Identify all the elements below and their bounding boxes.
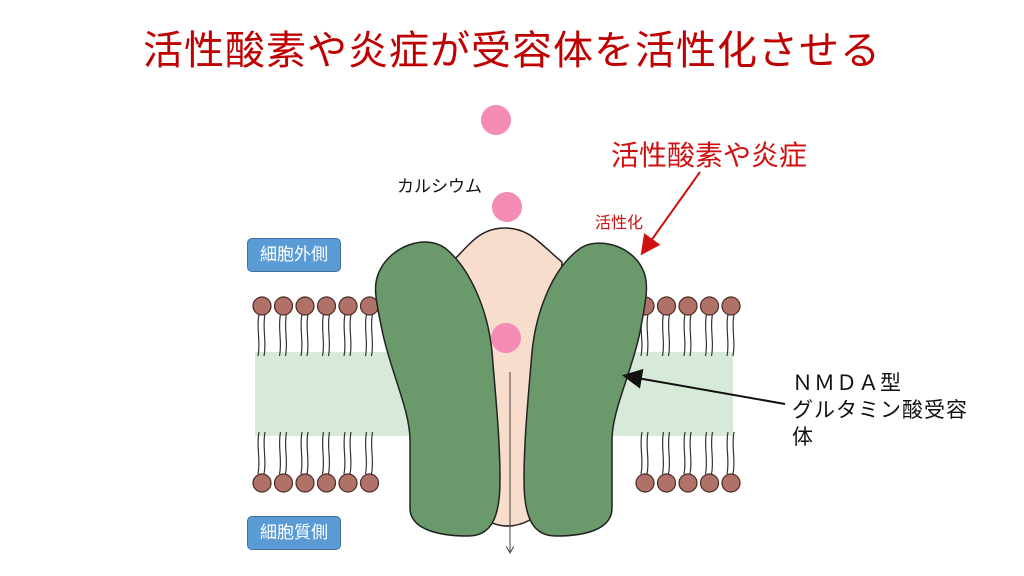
receptor-pointer-arrow [622,368,786,405]
receptor-label-line3: 体 [792,425,814,449]
lipid-tail [364,313,374,357]
lipid-head [252,473,272,493]
lipid-head [338,473,358,493]
lipid-head [252,296,272,316]
calcium-label: カルシウム [397,177,482,197]
lipid-head [699,296,720,316]
lipid-tail [278,313,288,357]
receptor-label: ＮＭＤＡ型 グルタミン酸受容 体 [792,370,968,451]
lipid-tail [683,313,692,357]
receptor-label-line2: グルタミン酸受容 [792,398,968,422]
lipid-tail [343,313,352,357]
slide-title: 活性酸素や炎症が受容体を活性化させる [143,28,881,74]
receptor-label-line1: ＮＭＤＡ型 [792,371,902,395]
lipid-tail [364,431,374,475]
lipid-head [316,473,337,493]
lipid-tail [704,431,714,475]
lipid-head [699,473,720,493]
lipid-head [338,296,358,316]
lipid-tail [278,431,288,475]
activation-arrow [640,171,701,256]
lipid-tail [704,313,714,357]
lower-lipid-tails [257,431,735,475]
lipid-tail [300,313,309,357]
lipid-tail [661,431,671,475]
intracellular-badge: 細胞質側 [247,516,341,550]
lipid-head [295,473,315,493]
lipid-head [721,473,741,493]
lipid-tail [343,431,352,475]
extracellular-badge: 細胞外側 [247,238,341,272]
lipid-head [678,473,698,493]
lipid-head [295,296,315,316]
lipid-head [656,473,677,493]
lipid-tail [683,431,692,475]
lipid-tail [257,431,266,475]
lipid-head [635,473,655,493]
ros-inflammation-label: 活性酸素や炎症 [611,139,808,172]
calcium-ion [491,323,521,353]
calcium-ion [492,192,522,222]
lower-lipid-heads [252,473,741,493]
lipid-head [273,473,294,493]
left-receptor-subunit [374,241,501,537]
lipid-tail [300,431,309,475]
lipid-tail [321,431,331,475]
lipid-tail [726,313,735,357]
lipid-tail [257,313,266,357]
lipid-tail [640,431,649,475]
calcium-ion [481,105,511,135]
lipid-head [656,296,677,316]
lipid-head [678,296,698,316]
lipid-tail [321,313,331,357]
lipid-head [273,296,294,316]
right-receptor-subunit [523,242,648,537]
lipid-tail [661,313,671,357]
upper-lipid-tails [257,313,735,357]
lipid-head [359,473,380,493]
activation-label: 活性化 [595,213,644,232]
lipid-head [316,296,337,316]
lipid-head [721,296,741,316]
lipid-tail [726,431,735,475]
